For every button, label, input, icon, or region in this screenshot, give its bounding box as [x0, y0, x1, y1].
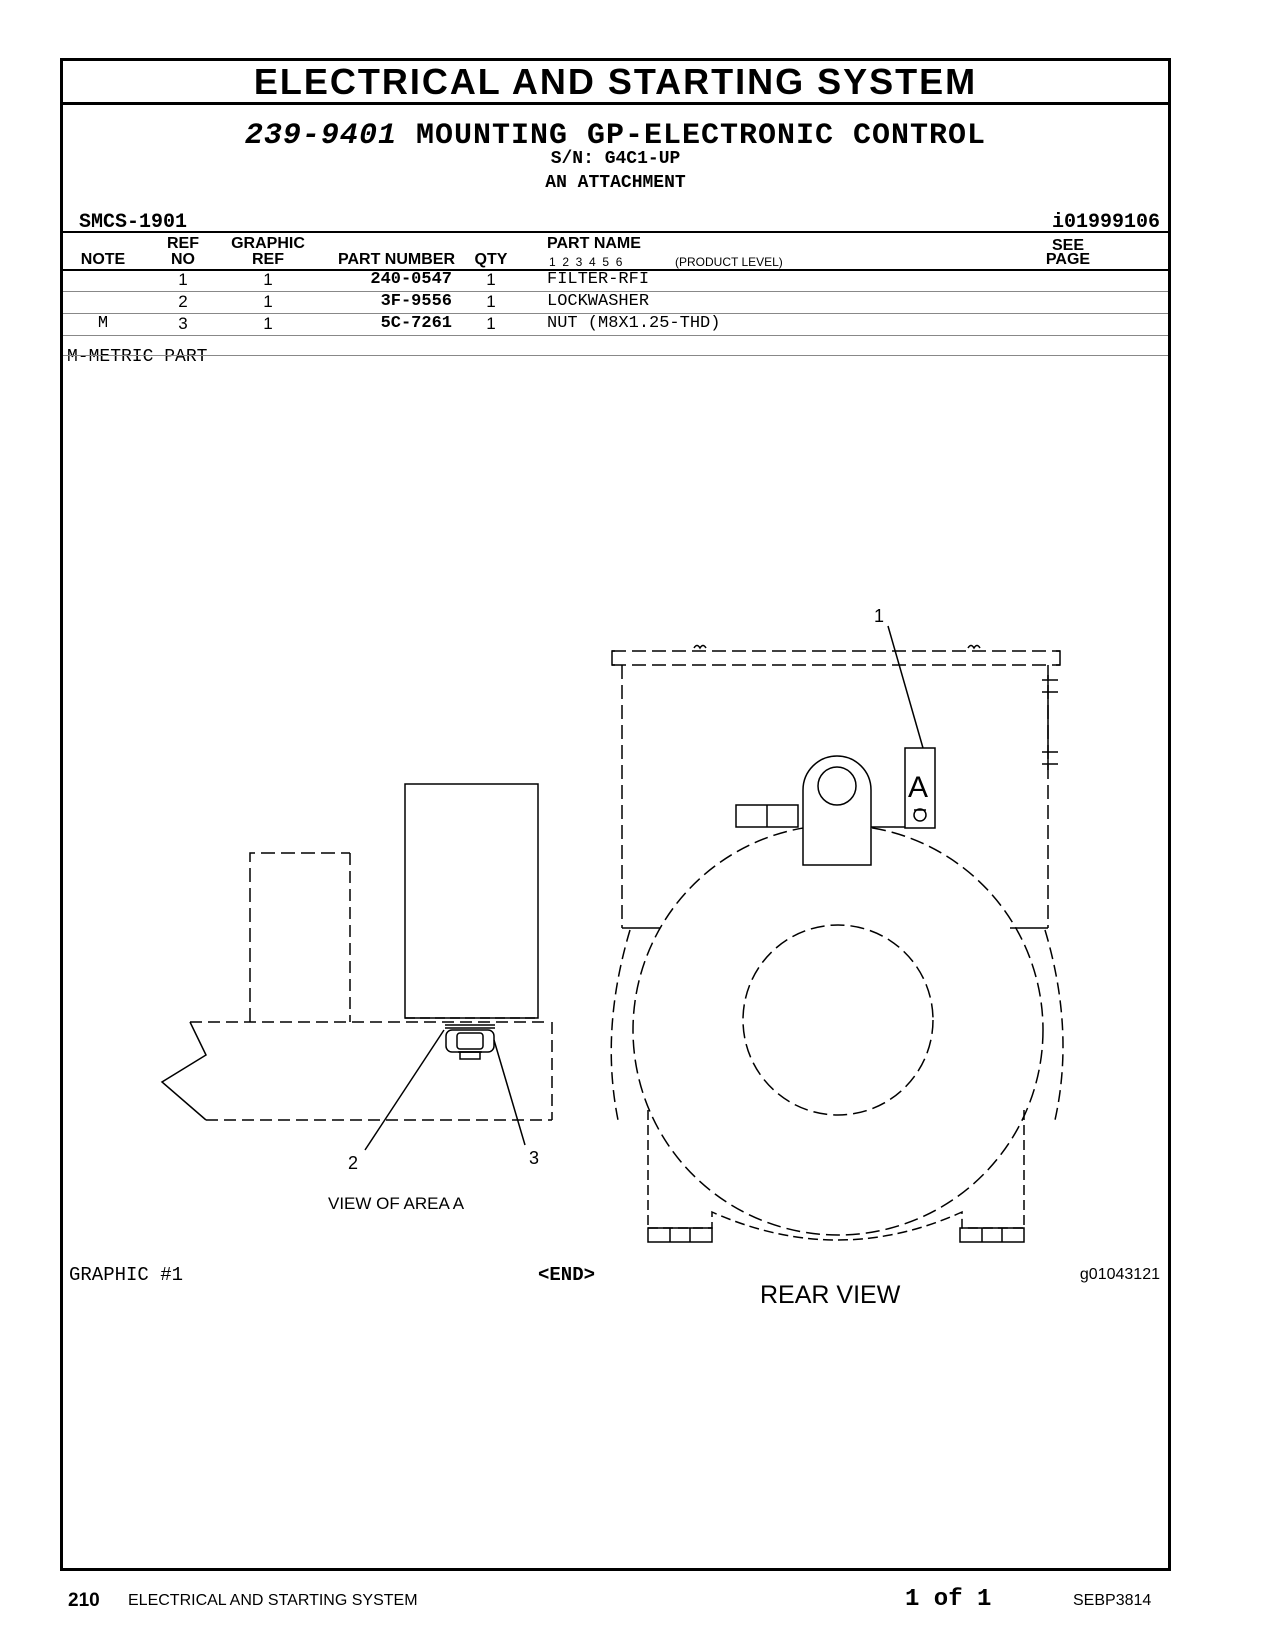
view-of-area-a-label: VIEW OF AREA A — [328, 1194, 465, 1213]
row-3-note: M — [97, 314, 109, 333]
serial-range: S/N: G4C1-UP — [550, 149, 681, 169]
row-2-qty: 1 — [486, 292, 496, 311]
row-3-graphic-ref: 1 — [263, 314, 273, 333]
header-graphic-ref-1: GRAPHIC — [231, 235, 305, 252]
row-2-part-number: 3F-9556 — [380, 292, 452, 311]
callout-2: 2 — [348, 1153, 358, 1173]
footer-page-number: 210 — [68, 1590, 100, 1611]
header-part-number: PART NUMBER — [337, 251, 455, 268]
graphic-id: g01043121 — [1079, 1266, 1160, 1283]
row-3-ref-no: 3 — [178, 314, 188, 333]
rear-view-label: REAR VIEW — [760, 1281, 901, 1309]
section-title: ELECTRICAL AND STARTING SYSTEM — [63, 61, 1168, 105]
row-3-qty: 1 — [486, 314, 496, 333]
group-title: 239-9401 MOUNTING GP-ELECTRONIC CONTROL — [63, 119, 1168, 153]
header-note: NOTE — [80, 251, 126, 268]
header-ref-2: NO — [171, 251, 195, 268]
callout-1: 1 — [874, 606, 884, 626]
page-frame: ELECTRICAL AND STARTING SYSTEM 239-9401 … — [60, 58, 1171, 1571]
row-rule — [63, 313, 1168, 314]
legend-rule — [63, 355, 1168, 356]
row-3-part-number: 5C-7261 — [380, 314, 452, 333]
header-part-name: PART NAME — [547, 235, 641, 252]
header-ref-1: REF — [167, 235, 199, 252]
row-2-part-name: LOCKWASHER — [547, 292, 650, 311]
header-see-page-2: PAGE — [1045, 251, 1091, 268]
header-product-level: (PRODUCT LEVEL) — [675, 255, 783, 269]
header-see-page-1: SEE — [1051, 237, 1084, 254]
note-legend: M-METRIC PART — [67, 347, 208, 367]
footer-page-of: 1 of 1 — [905, 1586, 992, 1613]
area-a-label: A — [908, 771, 928, 804]
group-name: MOUNTING GP-ELECTRONIC CONTROL — [415, 119, 987, 153]
footer-section-title: ELECTRICAL AND STARTING SYSTEM — [128, 1592, 418, 1609]
header-rule — [63, 269, 1168, 271]
smcs-code: SMCS-1901 — [79, 211, 188, 234]
attachment-label: AN ATTACHMENT — [545, 173, 686, 193]
row-1-ref-no: 1 — [178, 270, 188, 289]
table-top-rule — [63, 231, 1168, 233]
graphic-label: GRAPHIC #1 — [69, 1264, 184, 1286]
row-rule — [63, 335, 1168, 336]
header-qty: QTY — [474, 251, 508, 268]
row-3-part-name: NUT (M8X1.25-THD) — [547, 314, 721, 333]
callout-3: 3 — [529, 1148, 539, 1168]
group-part-number: 239-9401 — [244, 119, 397, 153]
row-2-ref-no: 2 — [178, 292, 188, 311]
header-graphic-ref-2: REF — [252, 251, 284, 268]
row-2-graphic-ref: 1 — [263, 292, 273, 311]
row-rule — [63, 291, 1168, 292]
illustration-id: i01999106 — [1051, 211, 1160, 234]
rear-view-drawing — [610, 625, 1064, 1243]
row-1-qty: 1 — [486, 270, 496, 289]
footer-doc-id: SEBP3814 — [1073, 1592, 1152, 1609]
row-1-graphic-ref: 1 — [263, 270, 273, 289]
view-of-area-a-drawing — [160, 783, 553, 1151]
header-product-level-numbers: 1 2 3 4 5 6 — [549, 255, 623, 269]
end-label: <END> — [538, 1264, 596, 1286]
row-1-part-name: FILTER-RFI — [547, 270, 650, 289]
row-1-part-number: 240-0547 — [370, 270, 452, 289]
